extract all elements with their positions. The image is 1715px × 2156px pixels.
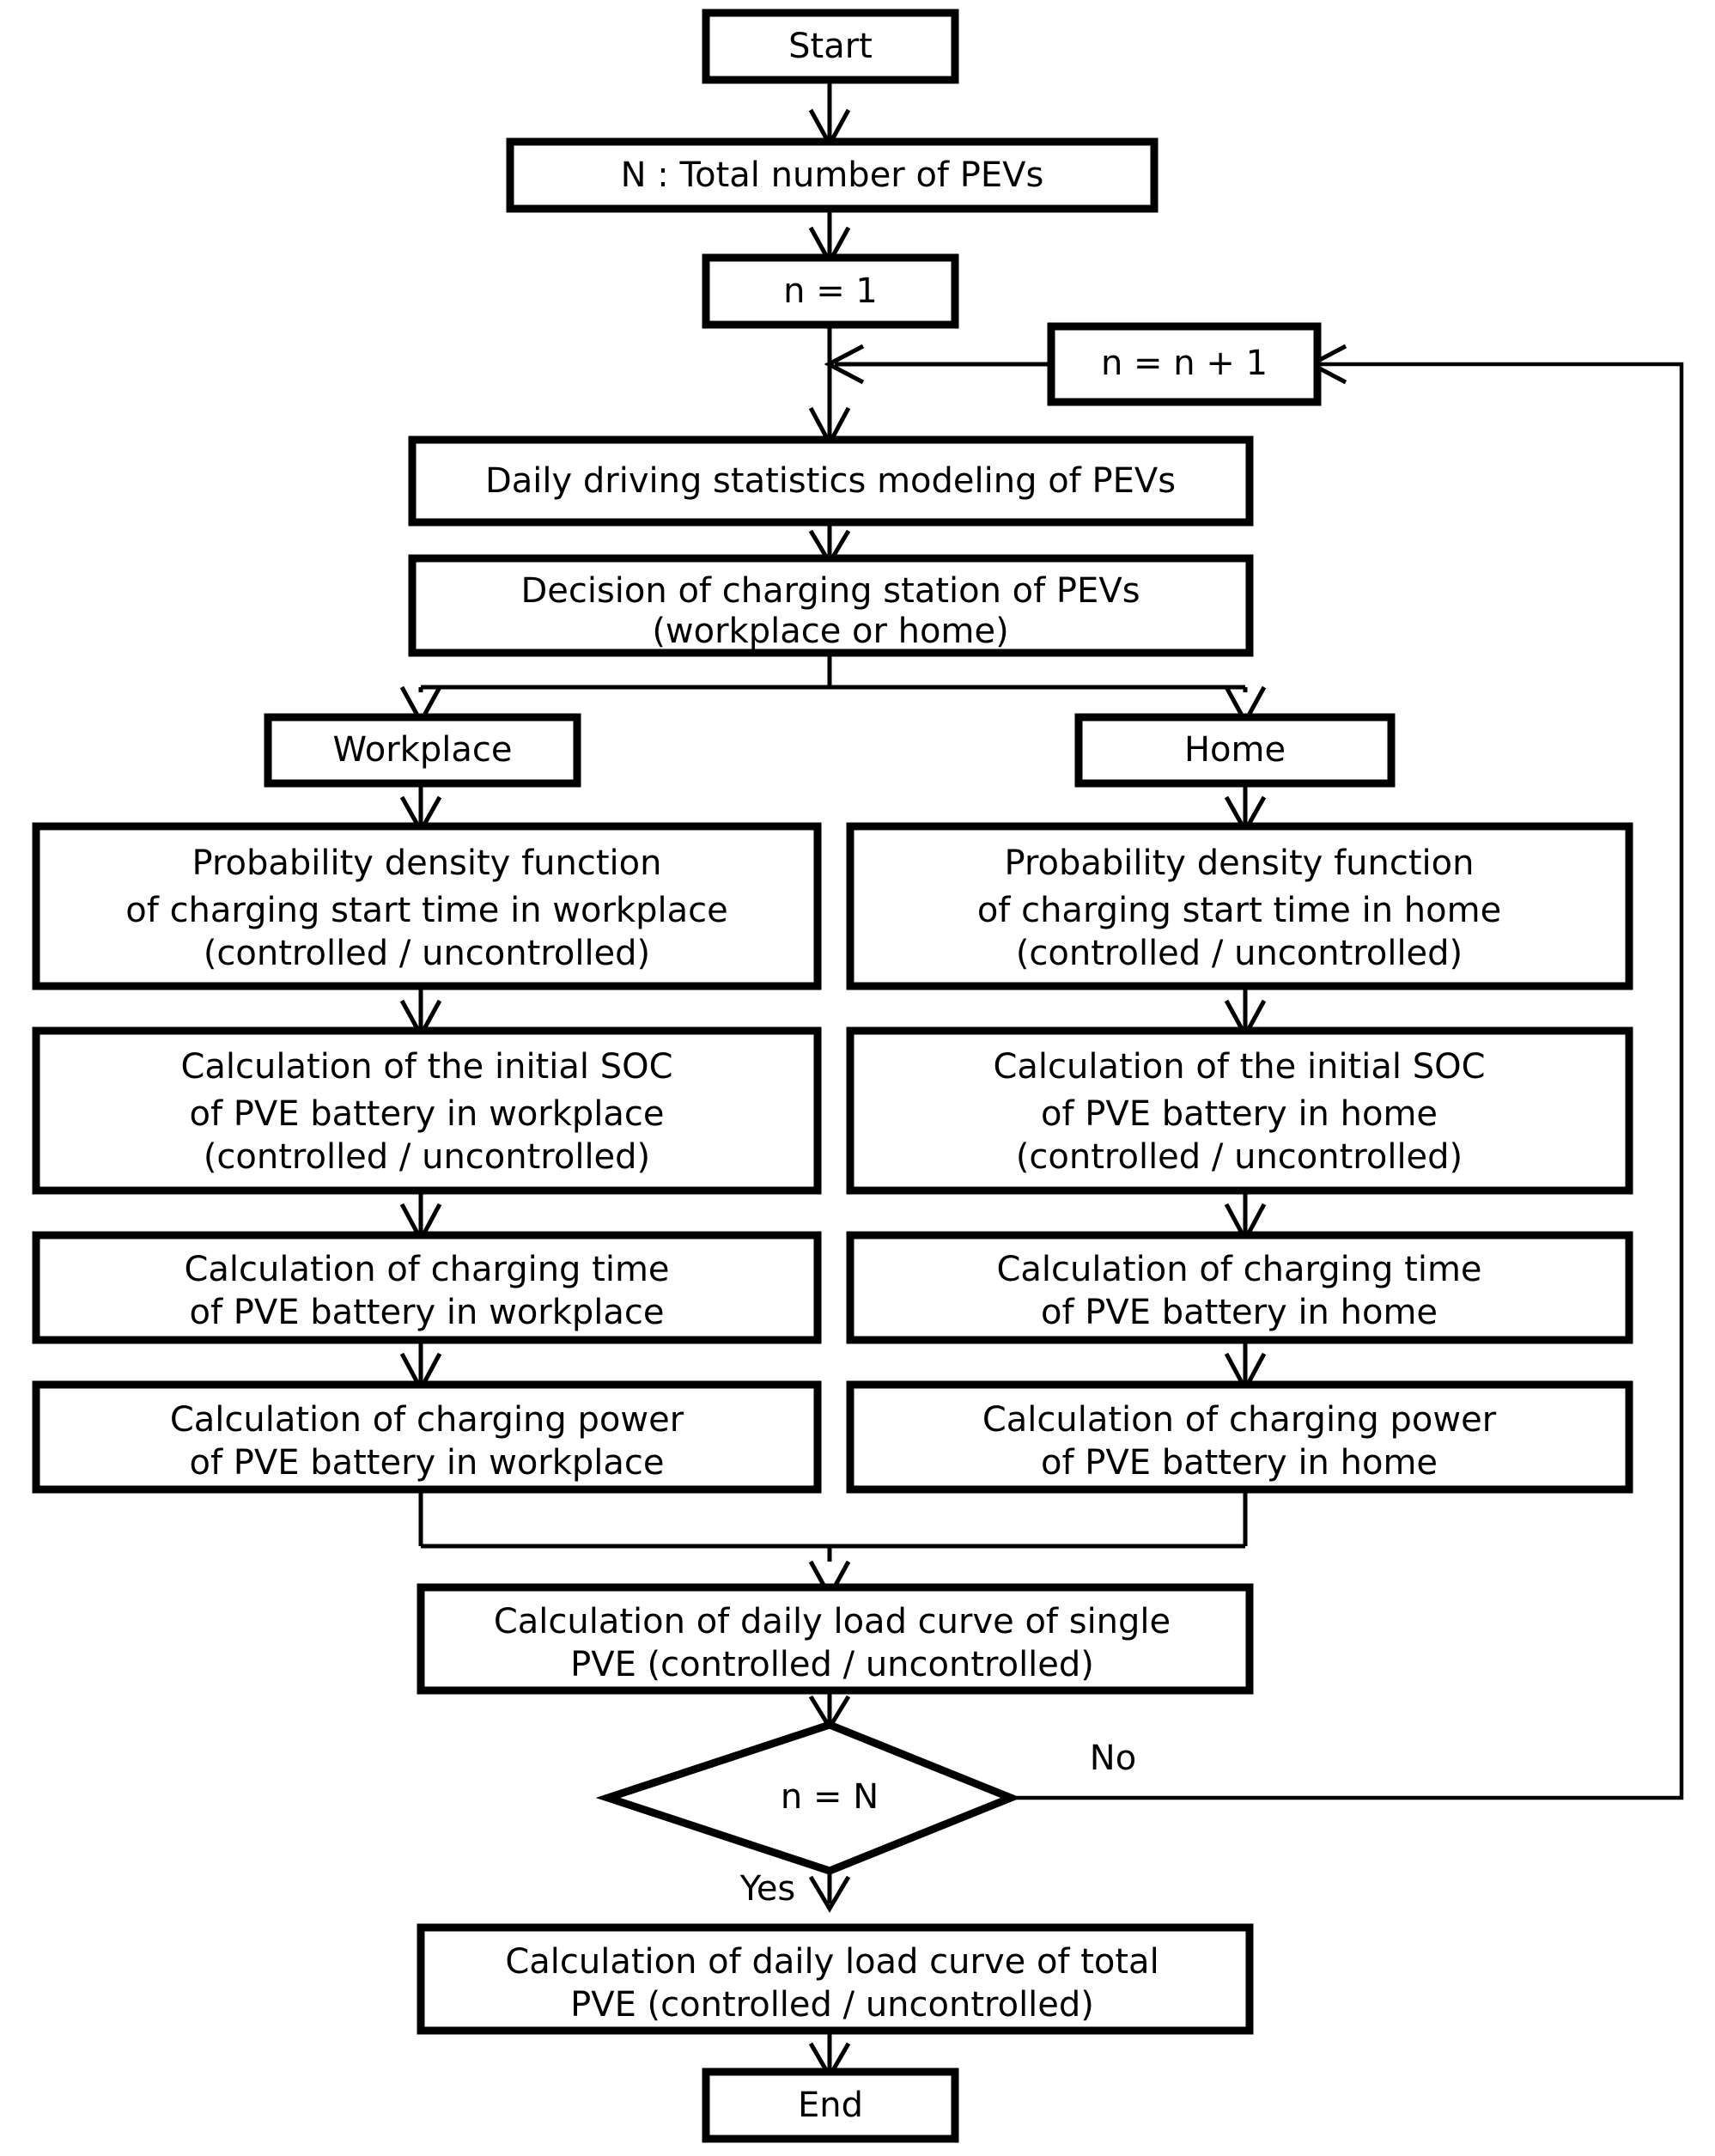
node-pdf-home-line2: of charging start time in home — [977, 891, 1501, 930]
node-load-single[interactable]: Calculation of daily load curve of singl… — [417, 1583, 1254, 1695]
node-decision-station[interactable]: Decision of charging station of PEVs (wo… — [408, 554, 1254, 657]
node-soc-home[interactable]: Calculation of the initial SOC of PVE ba… — [846, 1026, 1633, 1195]
node-home-label: Home — [1184, 730, 1286, 770]
node-power-workplace-line2: of PVE battery in workplace — [189, 1443, 664, 1483]
edge-n-increment-to-trunk — [824, 344, 1051, 385]
node-workplace-label: Workplace — [333, 730, 513, 770]
edge-n-init-to-driving-stats — [808, 325, 851, 448]
node-decision-station-line2: (workplace or home) — [652, 612, 1008, 651]
node-workplace[interactable]: Workplace — [264, 713, 581, 788]
edge-decision-split — [399, 653, 1267, 727]
node-check-n[interactable]: n = N — [595, 1721, 1022, 1875]
node-pdf-home-line3: (controlled / uncontrolled) — [1016, 934, 1463, 973]
node-driving-stats[interactable]: Daily driving statistics modeling of PEV… — [408, 435, 1254, 527]
node-total-pevs[interactable]: N : Total number of PEVs — [506, 137, 1159, 213]
edge-label-no: No — [1090, 1739, 1136, 1778]
node-soc-workplace-line2: of PVE battery in workplace — [189, 1094, 664, 1134]
node-power-home-line1: Calculation of charging power — [982, 1400, 1497, 1440]
node-power-workplace-line1: Calculation of charging power — [170, 1400, 684, 1440]
node-time-workplace-line1: Calculation of charging time — [184, 1250, 669, 1289]
node-soc-workplace[interactable]: Calculation of the initial SOC of PVE ba… — [32, 1026, 822, 1195]
node-check-n-label: n = N — [781, 1777, 879, 1817]
node-load-total-line1: Calculation of daily load curve of total — [505, 1942, 1159, 1982]
node-time-home[interactable]: Calculation of charging time of PVE batt… — [846, 1231, 1633, 1344]
node-start[interactable]: Start — [702, 9, 959, 84]
node-power-home[interactable]: Calculation of charging power of PVE bat… — [846, 1380, 1633, 1494]
node-n-increment-label: n = n + 1 — [1101, 344, 1268, 383]
node-load-single-line1: Calculation of daily load curve of singl… — [494, 1602, 1171, 1641]
node-time-home-line2: of PVE battery in home — [1041, 1293, 1438, 1332]
node-time-home-line1: Calculation of charging time — [996, 1250, 1481, 1289]
node-pdf-home-line1: Probability density function — [1005, 844, 1475, 883]
node-soc-home-line2: of PVE battery in home — [1041, 1094, 1438, 1134]
node-driving-stats-label: Daily driving statistics modeling of PEV… — [485, 461, 1176, 501]
edge-start-to-total-pevs — [808, 80, 851, 149]
node-load-single-line2: PVE (controlled / uncontrolled) — [570, 1645, 1094, 1684]
node-n-init-label: n = 1 — [783, 271, 878, 311]
node-time-workplace-line2: of PVE battery in workplace — [189, 1293, 664, 1332]
node-pdf-workplace-line1: Probability density function — [192, 844, 662, 883]
node-soc-workplace-line3: (controlled / uncontrolled) — [204, 1137, 650, 1177]
node-soc-home-line3: (controlled / uncontrolled) — [1016, 1137, 1463, 1177]
node-power-workplace[interactable]: Calculation of charging power of PVE bat… — [32, 1380, 822, 1494]
edge-yes-to-load-total — [808, 1871, 851, 1913]
edge-label-yes: Yes — [739, 1869, 796, 1909]
edge-power-merge-to-load-single — [418, 1489, 1248, 1601]
node-pdf-workplace-line3: (controlled / uncontrolled) — [204, 934, 650, 973]
node-pdf-home[interactable]: Probability density function of charging… — [846, 822, 1633, 990]
node-home[interactable]: Home — [1074, 713, 1396, 788]
node-end[interactable]: End — [702, 2068, 959, 2143]
node-load-total[interactable]: Calculation of daily load curve of total… — [417, 1923, 1254, 2035]
node-soc-home-line1: Calculation of the initial SOC — [993, 1047, 1485, 1087]
node-n-increment[interactable]: n = n + 1 — [1047, 322, 1322, 406]
node-soc-workplace-line1: Calculation of the initial SOC — [180, 1047, 672, 1087]
node-end-label: End — [798, 2086, 863, 2125]
node-n-init[interactable]: n = 1 — [702, 253, 959, 329]
node-start-label: Start — [788, 27, 873, 66]
node-time-workplace[interactable]: Calculation of charging time of PVE batt… — [32, 1231, 822, 1344]
node-pdf-workplace[interactable]: Probability density function of charging… — [32, 822, 822, 990]
node-total-pevs-label: N : Total number of PEVs — [621, 155, 1044, 195]
node-load-total-line2: PVE (controlled / uncontrolled) — [570, 1985, 1094, 2025]
node-pdf-workplace-line2: of charging start time in workplace — [125, 891, 727, 930]
node-decision-station-line1: Decision of charging station of PEVs — [520, 571, 1140, 611]
node-power-home-line2: of PVE battery in home — [1041, 1443, 1438, 1483]
